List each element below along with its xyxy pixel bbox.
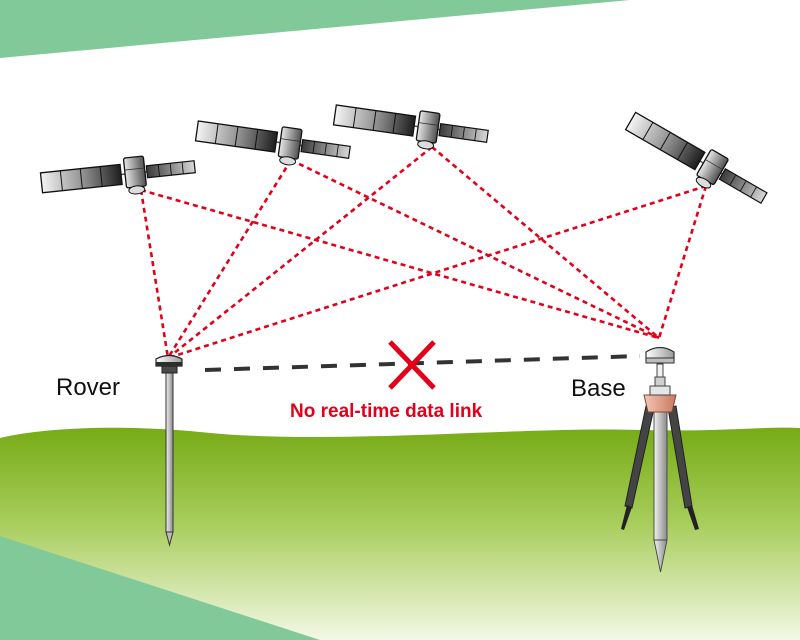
data-link-line: [204, 354, 641, 372]
satellite-1: [39, 150, 198, 205]
signal-line-4-base: [657, 185, 708, 339]
blocked-data-link: [204, 340, 641, 390]
bottom-corner-band: [0, 536, 320, 640]
base-label: Base: [571, 375, 626, 402]
base-tripod-icon: [621, 346, 699, 573]
signal-line-3-base: [431, 146, 660, 339]
signal-line-1-rover: [139, 189, 170, 359]
satellite-icon: [193, 114, 353, 174]
satellite-signal-lines: [139, 145, 708, 360]
ground: [0, 427, 800, 640]
satellite-icon: [619, 106, 773, 217]
signal-line-3-rover: [167, 145, 433, 360]
cross-icon: [388, 340, 436, 390]
satellite-icon: [331, 98, 491, 158]
rover-label: Rover: [56, 374, 121, 401]
satellite-icon: [39, 150, 198, 205]
satellite-3: [331, 98, 491, 158]
satellite-2: [193, 114, 353, 174]
signal-line-2-base: [290, 158, 660, 340]
data-link-status-label: No real-time data link: [290, 401, 483, 422]
top-corner-band: [0, 0, 630, 58]
rover-pole-icon: [155, 354, 183, 547]
satellite-4: [619, 106, 773, 217]
signal-line-2-rover: [166, 159, 293, 359]
signal-line-4-rover: [167, 184, 707, 360]
